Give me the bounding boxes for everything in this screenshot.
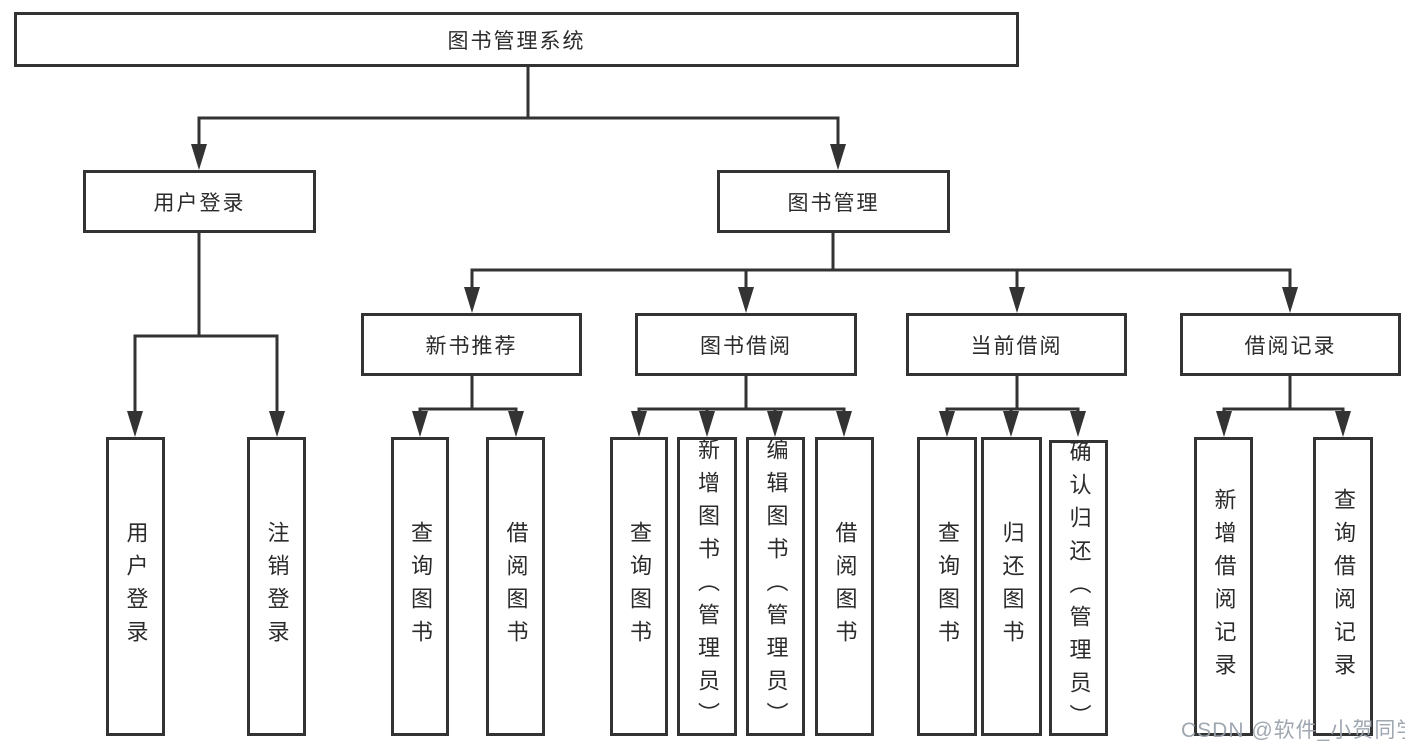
leaf-label: 借阅图书 (503, 520, 529, 653)
leaf-label: 查询借阅记录 (1331, 487, 1356, 686)
leaf-borrow-books: 借阅图书 (815, 437, 874, 736)
leaf-edit-books-admin: 编辑图书（管理员） (746, 437, 805, 736)
leaf-confirm-return-admin: 确认归还（管理员） (1049, 439, 1108, 737)
leaf-label: 新增图书（管理员） (695, 438, 720, 735)
node-borrow-records: 借阅记录 (1180, 313, 1401, 376)
watermark-text: CSDN @软件_小贺同学 (1181, 719, 1405, 742)
leaf-add-borrow-record: 新增借阅记录 (1194, 437, 1253, 736)
node-current-borrow: 当前借阅 (906, 313, 1127, 376)
leaf-query-borrow-record: 查询借阅记录 (1313, 437, 1373, 736)
leaf-label: 确认归还（管理员） (1066, 439, 1092, 737)
leaf-label: 查询图书 (935, 520, 960, 653)
leaf-user-login: 用户登录 (106, 437, 165, 736)
node-root-system: 图书管理系统 (14, 12, 1019, 67)
leaf-label: 查询图书 (627, 520, 652, 653)
leaf-return-books: 归还图书 (981, 437, 1042, 736)
node-book-management: 图书管理 (717, 170, 950, 233)
leaf-borrow-books-recommend: 借阅图书 (486, 437, 545, 736)
leaf-label: 归还图书 (999, 520, 1025, 653)
leaf-add-books-admin: 新增图书（管理员） (677, 437, 737, 736)
leaf-label: 借阅图书 (832, 520, 858, 653)
node-new-book-recommend: 新书推荐 (361, 313, 582, 376)
leaf-logout: 注销登录 (247, 437, 306, 736)
leaf-query-books-borrow: 查询图书 (610, 437, 668, 736)
leaf-query-books-recommend: 查询图书 (391, 437, 449, 736)
leaf-label: 编辑图书（管理员） (763, 438, 789, 735)
leaf-label: 查询图书 (408, 520, 433, 653)
node-user-login: 用户登录 (83, 170, 316, 233)
leaf-query-books-current: 查询图书 (917, 437, 977, 736)
leaf-label: 注销登录 (264, 520, 290, 653)
node-book-borrow: 图书借阅 (635, 313, 857, 376)
leaf-label: 用户登录 (123, 520, 149, 653)
leaf-label: 新增借阅记录 (1211, 487, 1237, 686)
